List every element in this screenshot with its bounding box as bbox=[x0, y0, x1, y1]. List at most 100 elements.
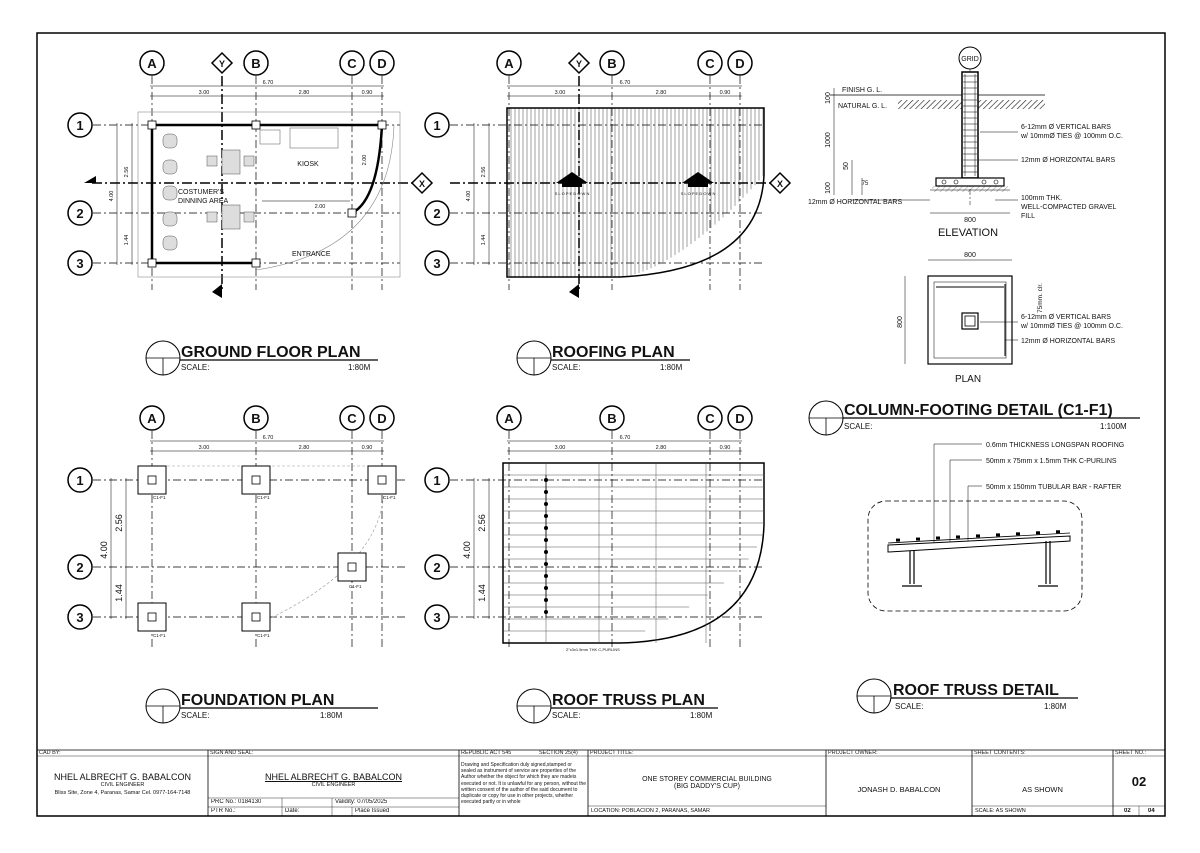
sign-name: NHEL ALBRECHT G. BABALCON bbox=[264, 772, 403, 782]
svg-text:2.80: 2.80 bbox=[299, 445, 310, 451]
svg-text:2.80: 2.80 bbox=[656, 90, 667, 96]
cad-name: NHEL ALBRECHT G. BABALCON bbox=[53, 772, 192, 782]
svg-text:1:80M: 1:80M bbox=[690, 711, 713, 720]
svg-text:C1-F1: C1-F1 bbox=[383, 495, 396, 500]
svg-text:2.00: 2.00 bbox=[362, 155, 368, 166]
roof-truss-detail-title: ROOF TRUSS DETAIL bbox=[893, 682, 1059, 699]
sheet-border bbox=[36, 32, 1166, 817]
svg-text:2: 2 bbox=[433, 560, 440, 575]
svg-text:2"x3x1.5mm THK C-PURLINS: 2"x3x1.5mm THK C-PURLINS bbox=[566, 647, 620, 652]
svg-text:50mm x 150mm TUBULAR BAR - RAF: 50mm x 150mm TUBULAR BAR - RAFTER bbox=[986, 484, 1121, 491]
svg-text:D: D bbox=[377, 411, 386, 426]
svg-text:50: 50 bbox=[843, 162, 850, 170]
svg-text:1: 1 bbox=[433, 118, 440, 133]
svg-text:100: 100 bbox=[825, 92, 832, 104]
svg-text:4.00: 4.00 bbox=[462, 541, 472, 559]
svg-text:SCALE:: SCALE: bbox=[181, 711, 209, 720]
grid-c-label: C bbox=[347, 56, 357, 71]
svg-text:3.00: 3.00 bbox=[199, 445, 210, 451]
svg-text:2.00: 2.00 bbox=[315, 204, 326, 210]
svg-text:2.80: 2.80 bbox=[656, 445, 667, 451]
svg-text:6.70: 6.70 bbox=[263, 80, 274, 86]
svg-text:B: B bbox=[607, 411, 616, 426]
svg-text:0.90: 0.90 bbox=[720, 90, 731, 96]
svg-text:1:80M: 1:80M bbox=[1044, 702, 1067, 711]
svg-text:4.00: 4.00 bbox=[109, 191, 115, 202]
svg-text:C1-F1: C1-F1 bbox=[153, 633, 166, 638]
svg-text:1000: 1000 bbox=[825, 132, 832, 148]
svg-text:50mm x 75mm x 1.5mm THK C-PURL: 50mm x 75mm x 1.5mm THK C-PURLINS bbox=[986, 458, 1117, 465]
purlin-section bbox=[1036, 531, 1040, 535]
svg-text:12mm Ø HORIZONTAL BARS: 12mm Ø HORIZONTAL BARS bbox=[1021, 157, 1115, 164]
project-location: LOCATION: POBLACION 2, PARANAS, SAMAR bbox=[591, 808, 710, 814]
svg-text:2.80: 2.80 bbox=[299, 90, 310, 96]
svg-text:0.6mm THICKNESS LONGSPAN ROOFI: 0.6mm THICKNESS LONGSPAN ROOFING bbox=[986, 442, 1124, 449]
svg-text:1.44: 1.44 bbox=[477, 584, 487, 602]
svg-text:100mm THK.: 100mm THK. bbox=[1021, 195, 1062, 202]
grid-3-label: 3 bbox=[76, 256, 83, 271]
svg-text:WELL-COMPACTED GRAVEL: WELL-COMPACTED GRAVEL bbox=[1021, 204, 1117, 211]
svg-text:4.00: 4.00 bbox=[99, 541, 109, 559]
svg-text:A: A bbox=[504, 56, 514, 71]
section-x-marker bbox=[410, 171, 434, 195]
svg-text:1:80M: 1:80M bbox=[320, 711, 343, 720]
roofing-title: ROOFING PLAN bbox=[552, 344, 675, 361]
svg-text:1:80M: 1:80M bbox=[348, 363, 371, 372]
svg-text:1:80M: 1:80M bbox=[660, 363, 683, 372]
svg-text:w/ 10mmØ TIES @ 100mm O.C.: w/ 10mmØ TIES @ 100mm O.C. bbox=[1020, 133, 1123, 140]
svg-text:w/ 10mmØ TIES @ 100mm O.C.: w/ 10mmØ TIES @ 100mm O.C. bbox=[1020, 323, 1123, 330]
svg-text:Y: Y bbox=[576, 59, 582, 69]
plan-label: PLAN bbox=[955, 374, 981, 385]
prc-number: 0184130 bbox=[238, 799, 262, 805]
svg-text:S L O P E D O W N: S L O P E D O W N bbox=[555, 191, 590, 196]
svg-text:75mm. clr.: 75mm. clr. bbox=[1037, 283, 1044, 313]
svg-text:6-12mm Ø VERTICAL BARS: 6-12mm Ø VERTICAL BARS bbox=[1021, 314, 1111, 321]
svg-text:1.44: 1.44 bbox=[481, 235, 487, 246]
svg-text:1: 1 bbox=[433, 473, 440, 488]
svg-text:C: C bbox=[705, 411, 715, 426]
svg-text:SCALE:: SCALE: bbox=[552, 711, 580, 720]
svg-text:0.90: 0.90 bbox=[362, 90, 373, 96]
svg-text:0.90: 0.90 bbox=[362, 445, 373, 451]
svg-text:1.44: 1.44 bbox=[124, 235, 130, 246]
purlin-section bbox=[1056, 530, 1060, 534]
column-footing-title: COLUMN-FOOTING DETAIL (C1-F1) bbox=[844, 402, 1113, 419]
dining-label-2: DINNING AREA bbox=[178, 198, 229, 205]
cad-address: Bliss Site, Zone 4, Paranas, Samar Cel. … bbox=[54, 790, 191, 796]
svg-text:A: A bbox=[147, 411, 157, 426]
svg-text:3.00: 3.00 bbox=[199, 90, 210, 96]
svg-text:1:100M: 1:100M bbox=[1100, 422, 1127, 431]
ground-floor-plan: A B C D 1 2 3 Y X bbox=[67, 50, 434, 376]
svg-text:C1-F1: C1-F1 bbox=[153, 495, 166, 500]
svg-text:SCALE:: SCALE: bbox=[181, 363, 209, 372]
svg-text:C1-F1: C1-F1 bbox=[257, 495, 270, 500]
grid-1-label: 1 bbox=[76, 118, 83, 133]
section-y-label: Y bbox=[219, 59, 225, 69]
svg-text:6.70: 6.70 bbox=[620, 80, 631, 86]
svg-text:800: 800 bbox=[897, 316, 904, 328]
grid-a-label: A bbox=[147, 56, 157, 71]
svg-text:C1-F1: C1-F1 bbox=[257, 633, 270, 638]
svg-text:3.00: 3.00 bbox=[555, 445, 566, 451]
svg-text:3: 3 bbox=[433, 256, 440, 271]
ground-floor-title: GROUND FLOOR PLAN bbox=[181, 344, 361, 361]
grid-d-label: D bbox=[377, 56, 386, 71]
dining-label-1: COSTUMER'S bbox=[178, 189, 224, 196]
kiosk-label: KIOSK bbox=[297, 161, 319, 168]
svg-text:GRID: GRID bbox=[961, 56, 979, 63]
project-title: ONE STOREY COMMERCIAL BUILDING bbox=[642, 776, 772, 783]
title-block: CAD BY: NHEL ALBRECHT G. BABALCON CIVIL … bbox=[37, 750, 1165, 816]
cad-by-label: CAD BY: bbox=[39, 750, 61, 756]
svg-text:2.56: 2.56 bbox=[477, 514, 487, 532]
purlin-section bbox=[916, 537, 920, 541]
grid-b-label: B bbox=[251, 56, 260, 71]
svg-text:2.56: 2.56 bbox=[114, 514, 124, 532]
purlin-section bbox=[976, 534, 980, 538]
purlin-section bbox=[896, 538, 900, 542]
elevation-label: ELEVATION bbox=[938, 227, 998, 239]
svg-text:3: 3 bbox=[76, 610, 83, 625]
svg-text:12mm Ø HORIZONTAL BARS: 12mm Ø HORIZONTAL BARS bbox=[1021, 338, 1115, 345]
